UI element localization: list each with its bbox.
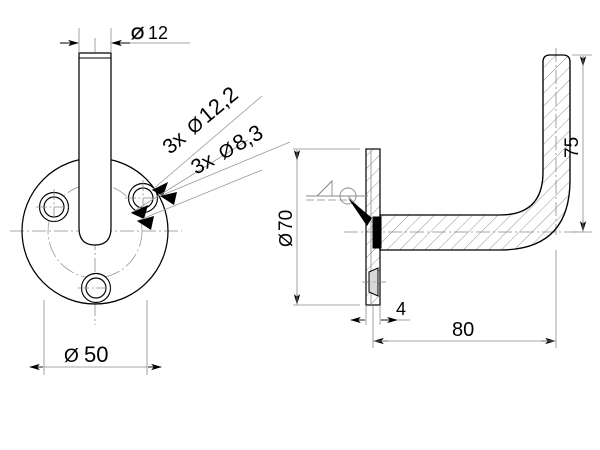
plate-counterbore-detail (362, 267, 386, 297)
counterbore-prefix: 3x (158, 127, 190, 159)
flange-diameter-value: 50 (84, 342, 108, 367)
bolt-hole-top-left (36, 189, 72, 225)
plate-diameter-dia-glyph: Ø (276, 233, 296, 247)
bolt-hole-bottom (78, 272, 114, 304)
bolt-hole-top-right (125, 180, 161, 216)
section-view-bracket: Ø 70 75 4 80 (276, 48, 592, 348)
dimension-plate-thickness: 4 (350, 299, 410, 325)
dimension-arm-height: 75 (562, 54, 592, 233)
arm-length-value: 80 (452, 319, 474, 341)
flange-diameter-dia-glyph: Ø (64, 346, 79, 367)
weld-bead (372, 216, 382, 249)
dimension-flange-diameter: Ø 50 (29, 300, 162, 375)
dimension-tube-diameter: Ø Ø 12 (60, 23, 190, 53)
dimension-arm-length: 80 (372, 250, 557, 348)
plate-diameter-value: 70 (276, 210, 297, 231)
front-view-flange: Ø Ø 12 Ø 50 3x Ø (10, 23, 291, 375)
tube-diameter-value: 12 (148, 23, 168, 43)
dimension-plate-diameter: Ø 70 (276, 148, 360, 306)
counterbore-value: 12,2 (194, 81, 243, 128)
tube-diameter-symbol: Ø (131, 24, 144, 43)
tube-diameter-dia-glyph: Ø (131, 24, 144, 43)
bracket-arm (379, 54, 571, 251)
arm-height-value: 75 (562, 137, 583, 158)
hole-callout-leaders (130, 95, 291, 230)
plate-thickness-value: 4 (396, 299, 406, 319)
tube-outline (78, 52, 112, 246)
weld-symbol (306, 179, 373, 226)
